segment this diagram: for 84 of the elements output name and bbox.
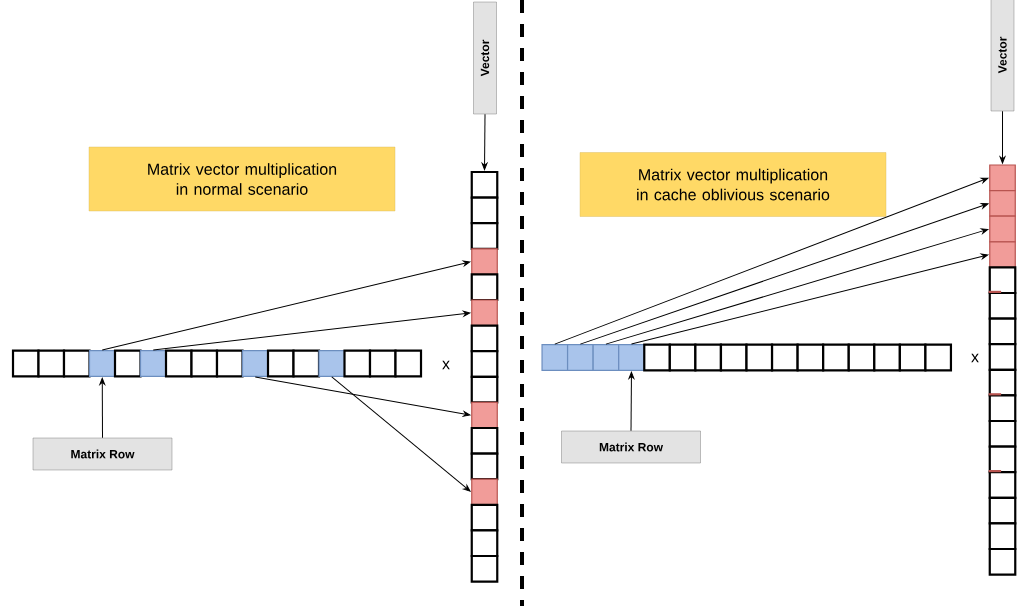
multiply-sign: x — [442, 360, 450, 370]
highlighted-cell — [471, 401, 498, 429]
array-cell — [988, 317, 1017, 346]
highlighted-cell — [592, 344, 620, 371]
highlighted-cell — [541, 344, 569, 371]
highlighted-cell — [618, 344, 645, 371]
array-cell — [37, 349, 66, 378]
array-cell — [988, 522, 1017, 551]
array-cell — [847, 343, 876, 372]
array-cell — [266, 349, 295, 378]
array-cell — [988, 419, 1017, 448]
highlighted-cell — [567, 344, 594, 371]
highlighted-cell — [471, 299, 498, 327]
arrow — [999, 110, 1006, 164]
array-cell — [62, 349, 91, 378]
array-cell — [668, 343, 697, 372]
arrow — [99, 377, 106, 439]
arrow — [101, 260, 471, 351]
array-cell — [643, 343, 671, 372]
array-cell — [988, 368, 1017, 397]
array-cell — [343, 349, 372, 378]
arrow — [152, 310, 471, 351]
array-cell — [988, 445, 1017, 474]
highlighted-cell — [989, 190, 1016, 217]
highlighted-cell — [318, 350, 346, 377]
array-cell — [470, 222, 499, 250]
highlighted-cell — [989, 164, 1016, 192]
array-cell — [470, 375, 499, 404]
label-box: Matrix Row — [32, 437, 173, 471]
label-box: Vector — [990, 0, 1015, 112]
array-cell — [11, 349, 40, 378]
arrow — [481, 113, 488, 171]
array-cell — [694, 343, 722, 372]
array-cell — [470, 170, 499, 199]
highlighted-cell — [88, 350, 116, 377]
arrow — [579, 203, 989, 345]
array-cell — [898, 343, 927, 372]
array-cell — [394, 349, 423, 378]
multiply-sign: x — [971, 353, 979, 363]
array-cell — [470, 196, 499, 225]
array-cell — [470, 554, 499, 583]
array-cell — [470, 426, 499, 455]
arrow — [554, 177, 989, 345]
arrow — [628, 371, 635, 432]
highlighted-cell — [241, 350, 269, 377]
array-cell — [988, 470, 1017, 499]
label-box: Matrix Row — [561, 430, 701, 464]
array-cell — [292, 349, 321, 378]
array-cell — [796, 343, 825, 372]
arrow — [331, 376, 471, 492]
arrow — [630, 253, 989, 345]
label-box: Vector — [473, 1, 497, 115]
array-cell — [190, 349, 219, 378]
array-cell — [215, 349, 244, 378]
array-cell — [822, 343, 850, 372]
array-cell — [470, 273, 499, 302]
array-cell — [470, 529, 499, 558]
highlighted-cell — [989, 215, 1016, 243]
array-cell — [470, 350, 499, 378]
array-cell — [368, 349, 397, 378]
highlighted-cell — [471, 478, 498, 506]
arrow — [605, 228, 989, 345]
array-cell — [988, 290, 1017, 320]
array-cell — [113, 349, 142, 378]
array-cell — [719, 343, 748, 372]
highlighted-cell — [471, 248, 498, 275]
array-cell — [988, 393, 1017, 423]
highlighted-cell — [989, 241, 1016, 268]
array-cell — [988, 547, 1017, 576]
arrow — [254, 376, 471, 417]
array-cell — [470, 452, 499, 481]
array-cell — [470, 324, 499, 353]
array-cell — [924, 343, 953, 372]
array-cell — [988, 496, 1017, 525]
title-box: Matrix vector multiplication in cache oblivious scenario — [579, 152, 887, 217]
array-cell — [771, 343, 799, 372]
title-box: Matrix vector multiplication in normal scenario — [88, 146, 396, 212]
array-cell — [988, 266, 1017, 295]
array-cell — [164, 349, 193, 378]
array-cell — [745, 343, 774, 372]
array-cell — [873, 343, 901, 372]
array-cell — [470, 503, 499, 532]
highlighted-cell — [139, 350, 167, 377]
array-cell — [988, 343, 1017, 371]
